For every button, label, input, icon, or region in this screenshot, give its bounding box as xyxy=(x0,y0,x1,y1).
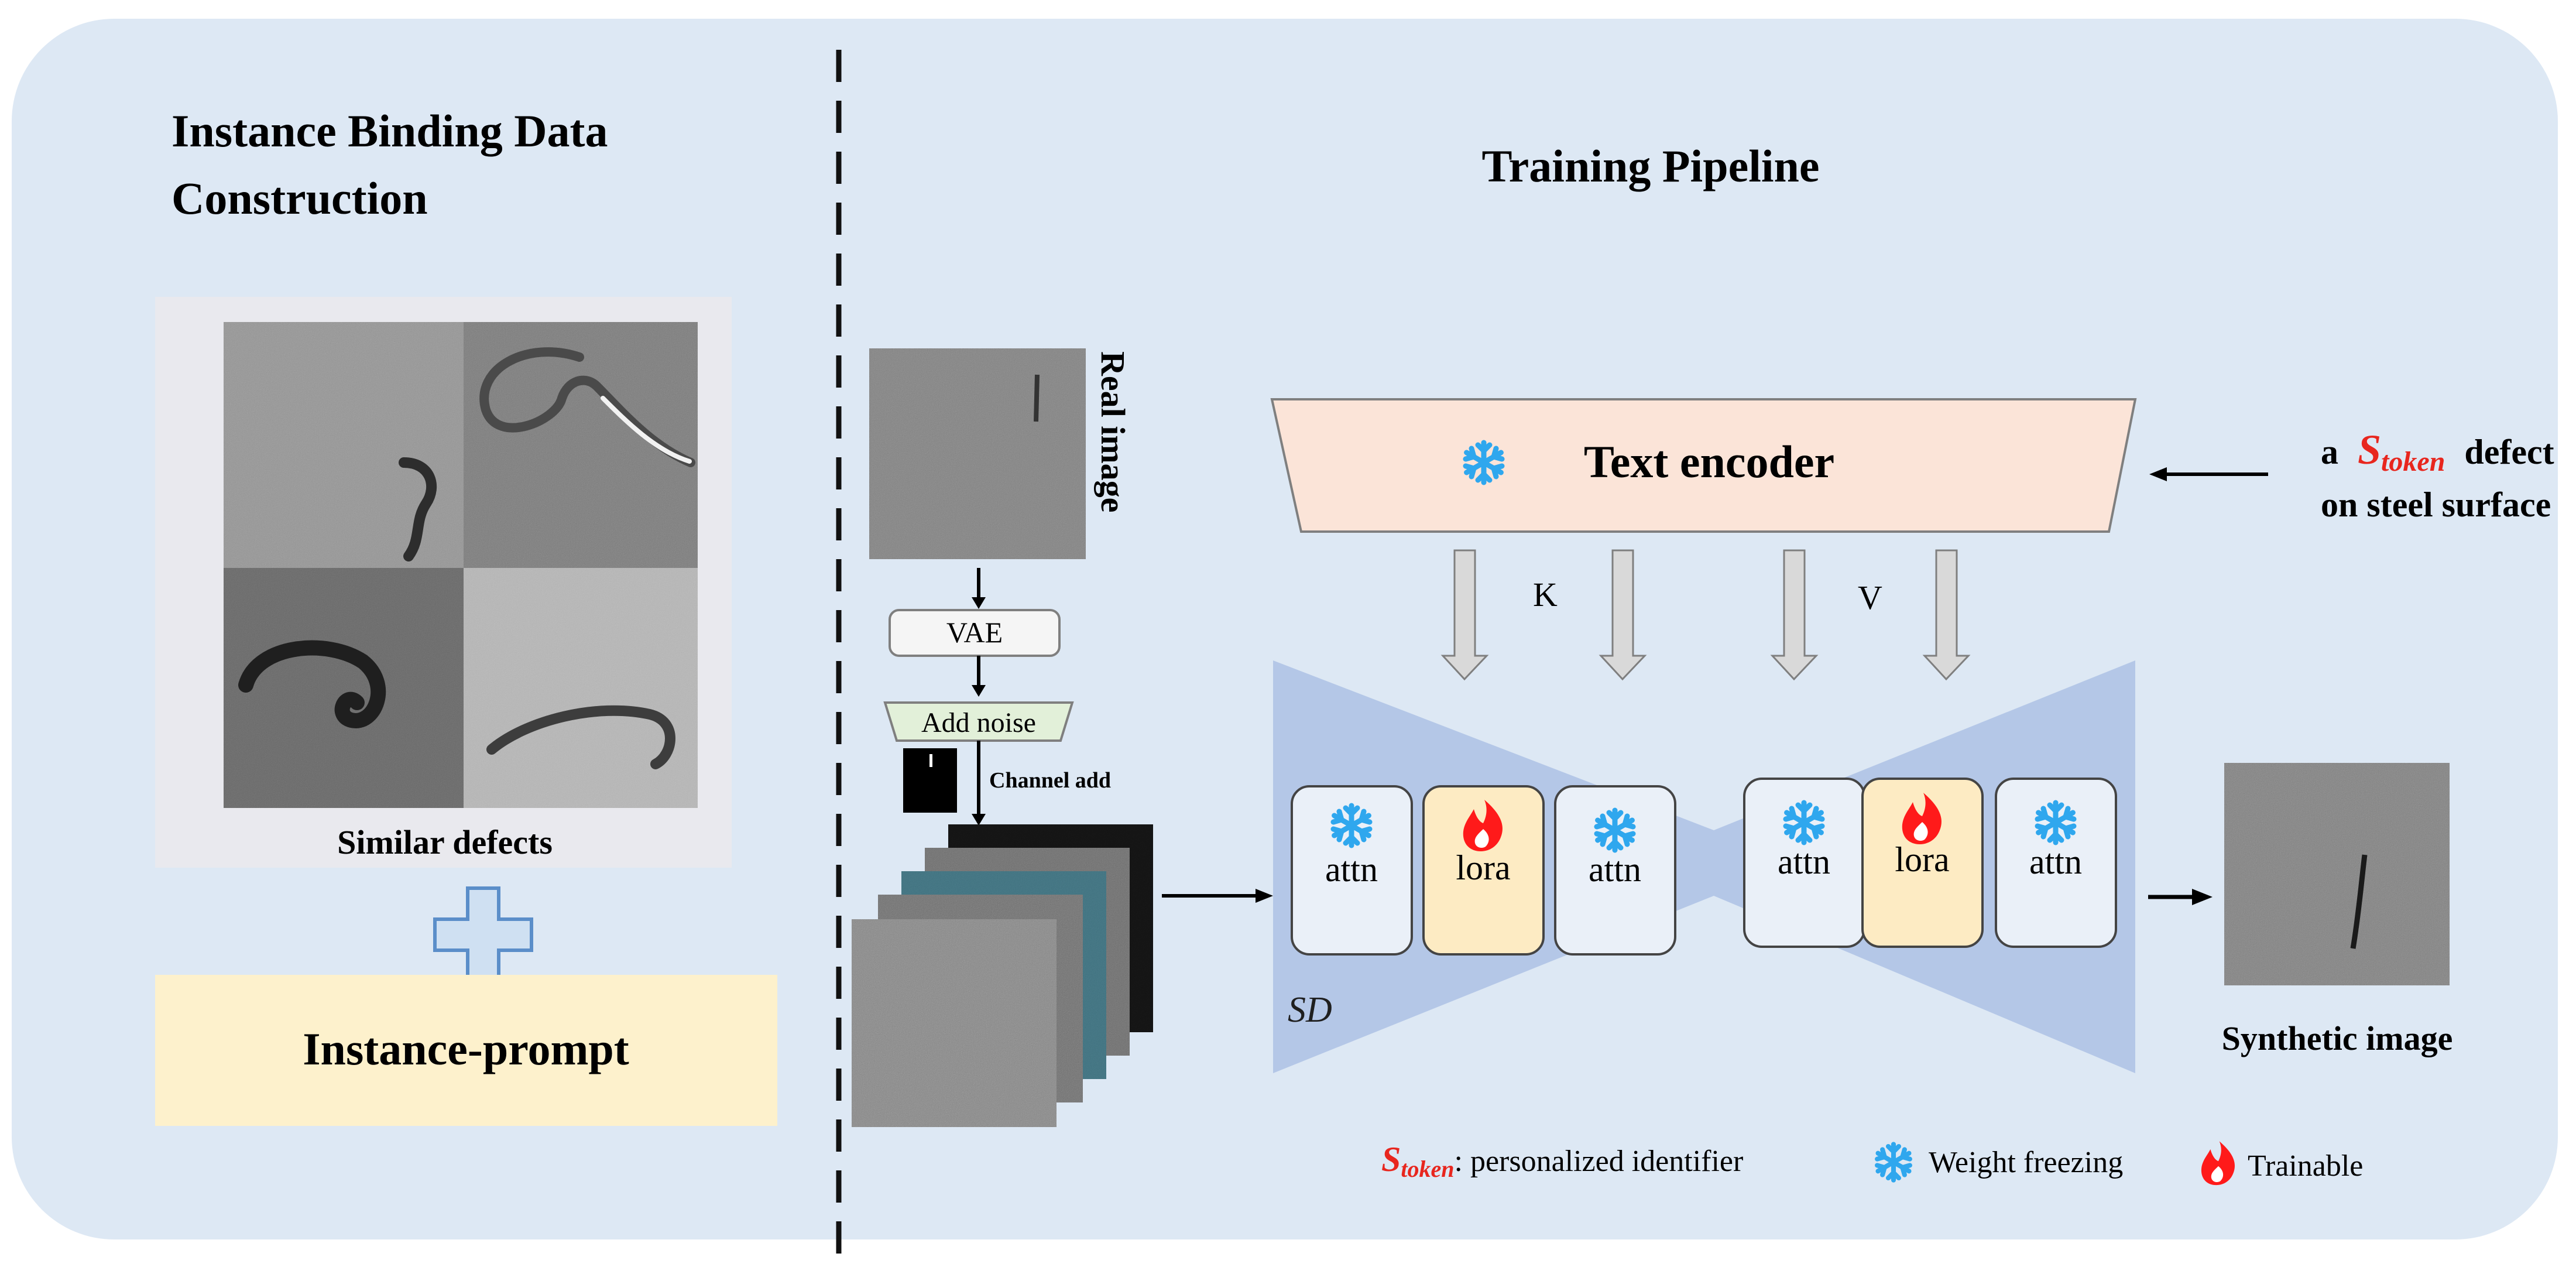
left-title-line1: Instance Binding Data xyxy=(171,105,608,156)
sd-blocks: attn lora attn attn lora attn xyxy=(1291,778,2117,956)
plus-icon xyxy=(433,886,533,983)
attn-label-2: attn xyxy=(1589,850,1641,889)
lora-block-1 xyxy=(1422,785,1545,956)
add-noise-box xyxy=(883,701,1074,742)
attn-label-1: attn xyxy=(1325,850,1378,889)
legend-freeze: Weight freezing xyxy=(1929,1146,2123,1179)
legend-trainable: Trainable xyxy=(2248,1149,2363,1183)
attn-block-2 xyxy=(1554,785,1676,956)
lora-label-1: lora xyxy=(1456,848,1510,887)
lora-block-2 xyxy=(1861,778,1984,948)
synthetic-image-label: Synthetic image xyxy=(2222,1019,2453,1057)
similar-defects-grid xyxy=(224,322,698,808)
attn-label-3: attn xyxy=(1778,843,1830,881)
left-title-line2: Construction xyxy=(171,173,428,224)
sd-unet xyxy=(1273,660,2135,1073)
lora-label-2: lora xyxy=(1895,840,1949,879)
synthetic-image xyxy=(2224,763,2450,985)
channel-add-label: Channel add xyxy=(989,768,1111,793)
similar-defects-caption: Similar defects xyxy=(337,823,553,861)
kv-arrows xyxy=(1440,549,1971,681)
prompt-text-line2: on steel surface xyxy=(2321,485,2551,524)
latent-stack xyxy=(852,824,1153,1127)
k-label: K xyxy=(1533,576,1558,614)
legend: Stoken: personalized identifier Weight f… xyxy=(1381,1140,2363,1186)
prompt-text-line1: a Stoken defect xyxy=(2321,426,2554,478)
real-image xyxy=(869,348,1086,559)
attn-label-4: attn xyxy=(2029,843,2082,881)
vae-label: VAE xyxy=(946,616,1003,649)
attn-block-1 xyxy=(1291,785,1413,956)
sd-label: SD xyxy=(1288,990,1332,1030)
instance-prompt-label: Instance-prompt xyxy=(303,1023,629,1074)
real-image-label: Real image xyxy=(1094,351,1132,512)
legend-token: Stoken: personalized identifier xyxy=(1381,1140,1743,1182)
text-encoder-label: Text encoder xyxy=(1584,436,1834,487)
v-label: V xyxy=(1858,578,1882,617)
text-encoder-box xyxy=(1270,398,2137,533)
add-noise-label: Add noise xyxy=(921,707,1036,738)
right-title: Training Pipeline xyxy=(1481,141,1819,191)
instance-prompt-box xyxy=(155,975,777,1126)
vae-box xyxy=(889,609,1061,657)
attn-block-4 xyxy=(1995,778,2117,948)
